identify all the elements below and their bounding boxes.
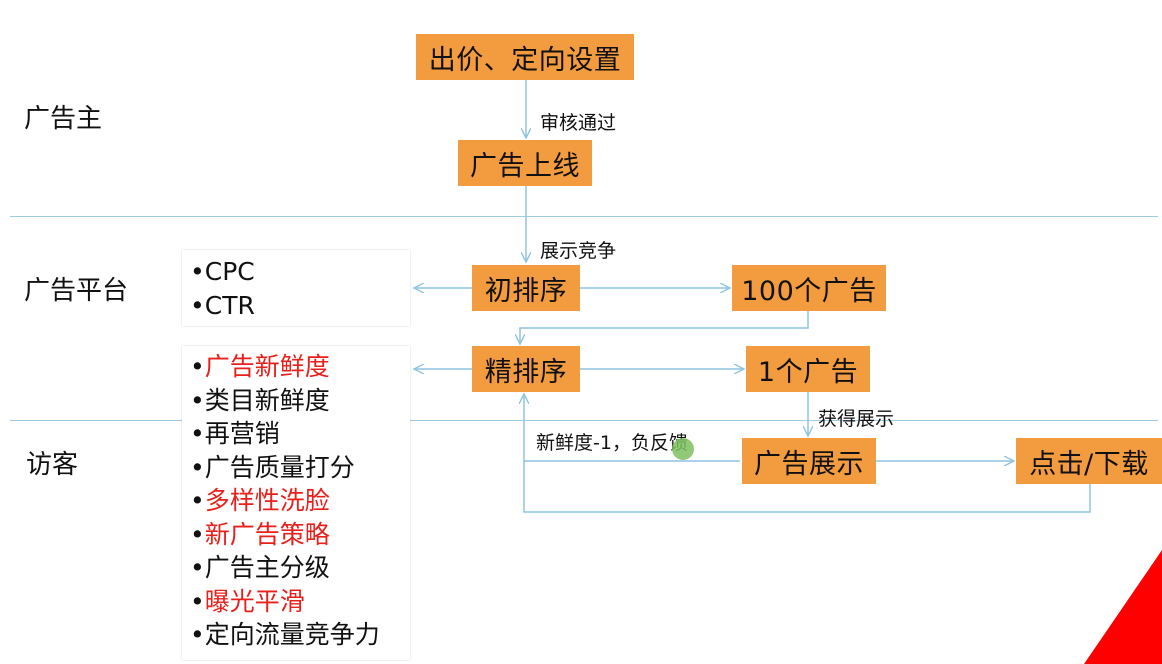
factor-item: •广告新鲜度 [190, 352, 330, 381]
corner-decoration [1084, 550, 1162, 664]
factor-text: 广告新鲜度 [204, 352, 330, 381]
box-top100-ads: 100个广告 [732, 265, 886, 311]
factor-item: •再营销 [190, 419, 280, 448]
factor-item: •广告主分级 [190, 553, 330, 582]
lane-label-platform: 广告平台 [24, 276, 129, 306]
factor-item: •CTR [190, 290, 255, 320]
factor-item: •多样性洗脸 [190, 486, 330, 515]
pre-rank-factors-panel: •CPC •CTR [182, 250, 410, 326]
factor-item: •CPC [190, 257, 255, 286]
factor-text: 广告质量打分 [204, 452, 355, 482]
edge-label-display-competition: 展示竞争 [540, 240, 617, 262]
box-top1-ad: 1个广告 [746, 346, 870, 392]
factor-text: 广告主分级 [204, 553, 330, 582]
edge-label-get-display: 获得展示 [818, 408, 895, 430]
factor-text: 多样性洗脸 [204, 486, 330, 515]
lane-divider-bottom [10, 420, 1158, 421]
box-ad-online: 广告上线 [458, 140, 592, 186]
box-ad-display: 广告展示 [742, 438, 876, 484]
box-click-download: 点击/下载 [1016, 438, 1162, 484]
factor-text: 曝光平滑 [204, 586, 305, 616]
cursor-highlight-dot [672, 438, 694, 460]
factor-text: 再营销 [204, 419, 280, 448]
factor-text: CPC [204, 257, 255, 286]
box-fine-rank: 精排序 [472, 346, 580, 392]
edge-label-feedback: 新鲜度-1，负反馈 [536, 432, 688, 454]
box-bid-targeting: 出价、定向设置 [416, 34, 634, 80]
lane-label-visitor: 访客 [26, 450, 79, 480]
factor-item: •定向流量竞争力 [190, 620, 380, 649]
factor-text: CTR [204, 290, 255, 320]
factor-item: •广告质量打分 [190, 452, 355, 482]
lane-divider-top [10, 216, 1158, 217]
factor-text: 定向流量竞争力 [204, 620, 380, 649]
factor-item: •曝光平滑 [190, 586, 305, 616]
factor-text: 新广告策略 [204, 519, 330, 549]
factor-item: •新广告策略 [190, 519, 330, 549]
factor-text: 类目新鲜度 [204, 385, 330, 415]
lane-label-advertiser: 广告主 [24, 104, 103, 134]
factor-item: •类目新鲜度 [190, 385, 330, 415]
fine-rank-factors-panel: •广告新鲜度 •类目新鲜度 •再营销 •广告质量打分 •多样性洗脸 •新广告策略… [182, 346, 410, 660]
edge-label-review-pass: 审核通过 [540, 112, 617, 134]
box-pre-rank: 初排序 [472, 265, 580, 311]
